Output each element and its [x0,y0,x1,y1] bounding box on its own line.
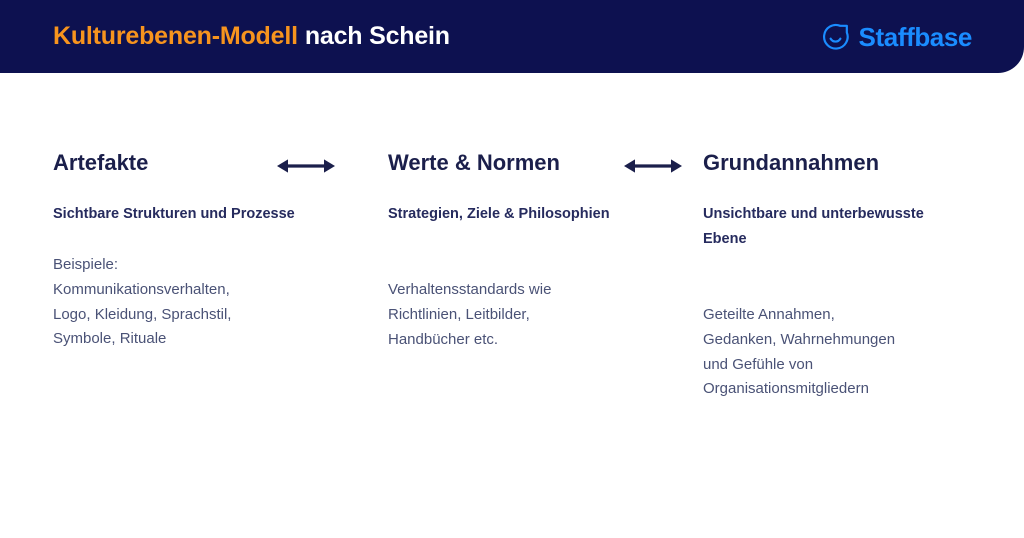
level-subtitle: Strategien, Ziele & Philosophien [388,206,610,223]
level-column-grundannahmen: Grundannahmen Unsichtbare und unterbewus… [703,150,1003,402]
page-title-rest: nach Schein [304,22,450,50]
level-title: Werte & Normen [388,150,560,175]
double-arrow-horizontal-icon [277,155,335,177]
culture-levels-board: Artefakte Sichtbare Strukturen und Proze… [0,73,1024,538]
level-title: Grundannahmen [703,150,880,175]
level-description: Verhaltensstandards wie Richtlinien, Lei… [388,281,552,348]
level-description: Geteilte Annahmen, Gedanken, Wahrnehmung… [703,306,896,398]
brand-logo: Staffbase [821,0,972,73]
level-subtitle: Sichtbare Strukturen und Prozesse [53,206,295,223]
page-title-accent: Kulturebenen-Modell [53,22,298,50]
double-arrow-horizontal-icon [624,155,682,177]
staffbase-smiley-icon [821,22,850,51]
page-title: Kulturebenen-Modell nach Schein [53,0,450,73]
level-column-artefakte: Artefakte Sichtbare Strukturen und Proze… [53,150,323,352]
level-column-werte-normen: Werte & Normen Strategien, Ziele & Philo… [388,150,658,352]
level-title: Artefakte [53,150,149,175]
brand-name: Staffbase [858,21,973,52]
page-header: Kulturebenen-Modell nach Schein Staffbas… [0,0,1024,73]
level-subtitle: Unsichtbare und unterbewusste Ebene [703,206,924,248]
level-description: Beispiele: Kommunikationsverhalten, Logo… [53,256,232,348]
